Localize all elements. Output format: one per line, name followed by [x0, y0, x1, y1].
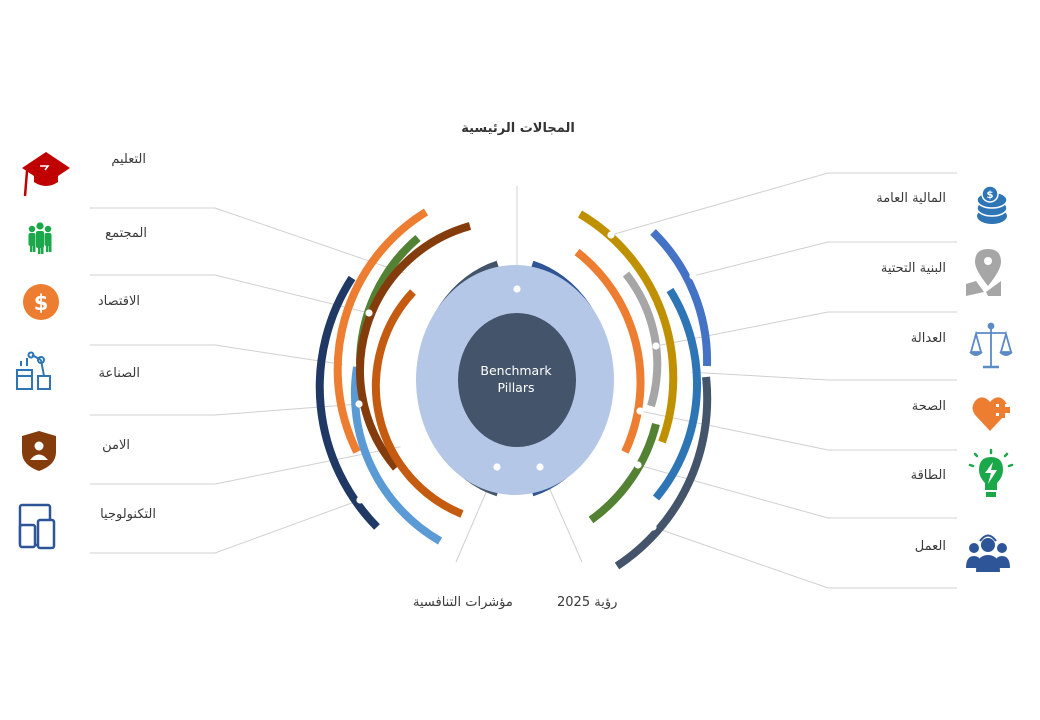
label-public-finance: المالية العامة: [876, 191, 946, 206]
arc-left-orange: [333, 208, 429, 454]
label-education: التعليم: [111, 152, 146, 167]
svg-text:$: $: [34, 291, 49, 315]
industrial-robot-icon: [16, 351, 51, 390]
left-arcs: [315, 208, 472, 545]
label-vision-2025: رؤية 2025: [557, 595, 618, 610]
arc-right-slate: [614, 376, 712, 570]
label-justice: العدالة: [910, 331, 946, 346]
graduation-cap-icon: [22, 152, 70, 197]
map-pin-icon: [966, 249, 1001, 296]
arc-left-brown: [356, 222, 472, 471]
connector-dots: [342, 231, 697, 531]
justice-scale-icon: [969, 322, 1013, 369]
arc-left-navy: [315, 275, 380, 530]
svg-text:$: $: [987, 190, 994, 201]
core-inner: [458, 313, 576, 447]
arc-left-rust: [371, 289, 464, 518]
label-industry: الصناعة: [98, 366, 140, 381]
energy-bulb-icon: [968, 448, 1014, 497]
security-shield-icon: [22, 431, 56, 471]
center-label: Benchmark Pillars: [456, 362, 576, 396]
label-infrastructure: البنية التحتية: [880, 261, 946, 276]
health-heart-icon: [972, 397, 1010, 431]
center-label-line2: Pillars: [497, 380, 535, 395]
people-group-icon: [28, 222, 52, 254]
right-arcs: [574, 210, 712, 570]
arc-right-orange: [574, 248, 645, 454]
label-energy: الطاقة: [910, 468, 946, 483]
workers-icon: [966, 534, 1010, 572]
devices-icon: [18, 503, 56, 550]
label-competitiveness-indicators: مؤشرات التنافسية: [413, 595, 513, 610]
coins-stack-icon: $: [976, 185, 1008, 224]
leader-lines-right: [610, 172, 957, 589]
leader-lines-left: [90, 207, 408, 554]
arc-right-green: [588, 423, 660, 524]
arc-right-midblue: [652, 287, 701, 501]
label-security: الامن: [102, 438, 130, 453]
center-label-line1: Benchmark: [480, 363, 552, 378]
arc-right-blue: [650, 229, 712, 367]
label-technology: التكنولوجيا: [100, 507, 156, 522]
diagram-title: المجالات الرئيسية: [461, 121, 575, 136]
label-economy: الاقتصاد: [97, 294, 140, 309]
label-community: المجتمع: [105, 226, 147, 241]
dollar-coin-icon: $: [23, 284, 59, 320]
label-health: الصحة: [911, 399, 946, 414]
arc-left-lightblue: [350, 366, 442, 545]
label-labor: العمل: [914, 539, 946, 554]
arc-right-gray: [622, 271, 662, 408]
